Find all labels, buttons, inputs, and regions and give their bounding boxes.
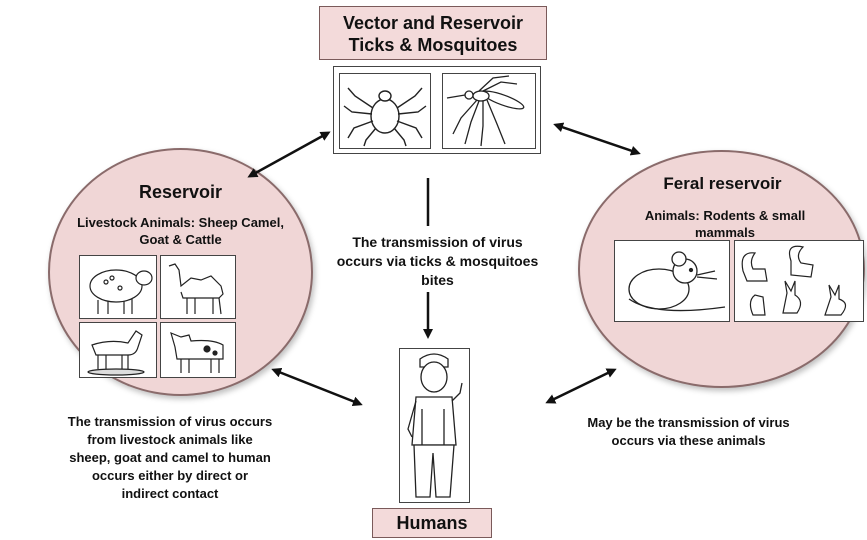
vector-title-line2: Ticks & Mosquitoes xyxy=(320,34,546,56)
vector-reservoir-title: Vector and Reservoir Ticks & Mosquitoes xyxy=(319,6,547,60)
livestock-transmission-line3: sheep, goat and camel to human xyxy=(20,449,320,467)
livestock-transmission-line4: occurs either by direct or xyxy=(20,467,320,485)
reservoir-subtitle: Livestock Animals: Sheep Camel, Goat & C… xyxy=(48,214,313,248)
reservoir-title: Reservoir xyxy=(48,182,313,203)
arrow-vector-reservoir xyxy=(250,133,328,176)
livestock-transmission-line5: indirect contact xyxy=(20,485,320,503)
tick-image xyxy=(339,73,431,149)
feral-transmission-line1: May be the transmission of virus xyxy=(556,414,821,432)
feral-transmission-text: May be the transmission of virus occurs … xyxy=(556,414,821,450)
reservoir-subtitle-line2: Goat & Cattle xyxy=(48,231,313,248)
vector-transmission-line2: occurs via ticks & mosquitoes xyxy=(325,252,550,271)
human-figure-icon xyxy=(400,349,469,502)
arrow-feral-humans xyxy=(548,370,614,402)
feral-transmission-line2: occurs via these animals xyxy=(556,432,821,450)
camel-image xyxy=(160,255,236,319)
tick-icon xyxy=(340,74,430,148)
human-image xyxy=(399,348,470,503)
humans-title: Humans xyxy=(372,508,492,538)
camel-icon xyxy=(161,256,235,318)
livestock-transmission-line1: The transmission of virus occurs xyxy=(20,413,320,431)
reservoir-subtitle-line1: Livestock Animals: Sheep Camel, xyxy=(48,214,313,231)
small-mammals-image xyxy=(734,240,864,322)
vector-title-line1: Vector and Reservoir xyxy=(320,12,546,34)
cow-icon xyxy=(161,323,235,377)
vector-transmission-line3: bites xyxy=(325,271,550,290)
mosquito-icon xyxy=(443,74,535,148)
goat-icon xyxy=(80,323,156,377)
mosquito-image xyxy=(442,73,536,149)
squirrels-rabbits-icon xyxy=(735,241,863,321)
goat-image xyxy=(79,322,157,378)
vector-transmission-line1: The transmission of virus xyxy=(325,233,550,252)
feral-subtitle-line1: Animals: Rodents & small xyxy=(610,207,840,224)
livestock-transmission-line2: from livestock animals like xyxy=(20,431,320,449)
mouse-image xyxy=(614,240,730,322)
feral-subtitle: Animals: Rodents & small mammals xyxy=(610,207,840,241)
livestock-transmission-text: The transmission of virus occurs from li… xyxy=(20,413,320,503)
vector-transmission-text: The transmission of virus occurs via tic… xyxy=(325,233,550,290)
cow-image xyxy=(160,322,236,378)
sheep-icon xyxy=(80,256,156,318)
vector-image-panel xyxy=(333,66,541,154)
arrow-reservoir-humans xyxy=(274,370,360,404)
feral-title: Feral reservoir xyxy=(590,174,855,194)
feral-subtitle-line2: mammals xyxy=(610,224,840,241)
mouse-icon xyxy=(615,241,729,321)
arrow-vector-feral xyxy=(556,125,638,153)
sheep-image xyxy=(79,255,157,319)
